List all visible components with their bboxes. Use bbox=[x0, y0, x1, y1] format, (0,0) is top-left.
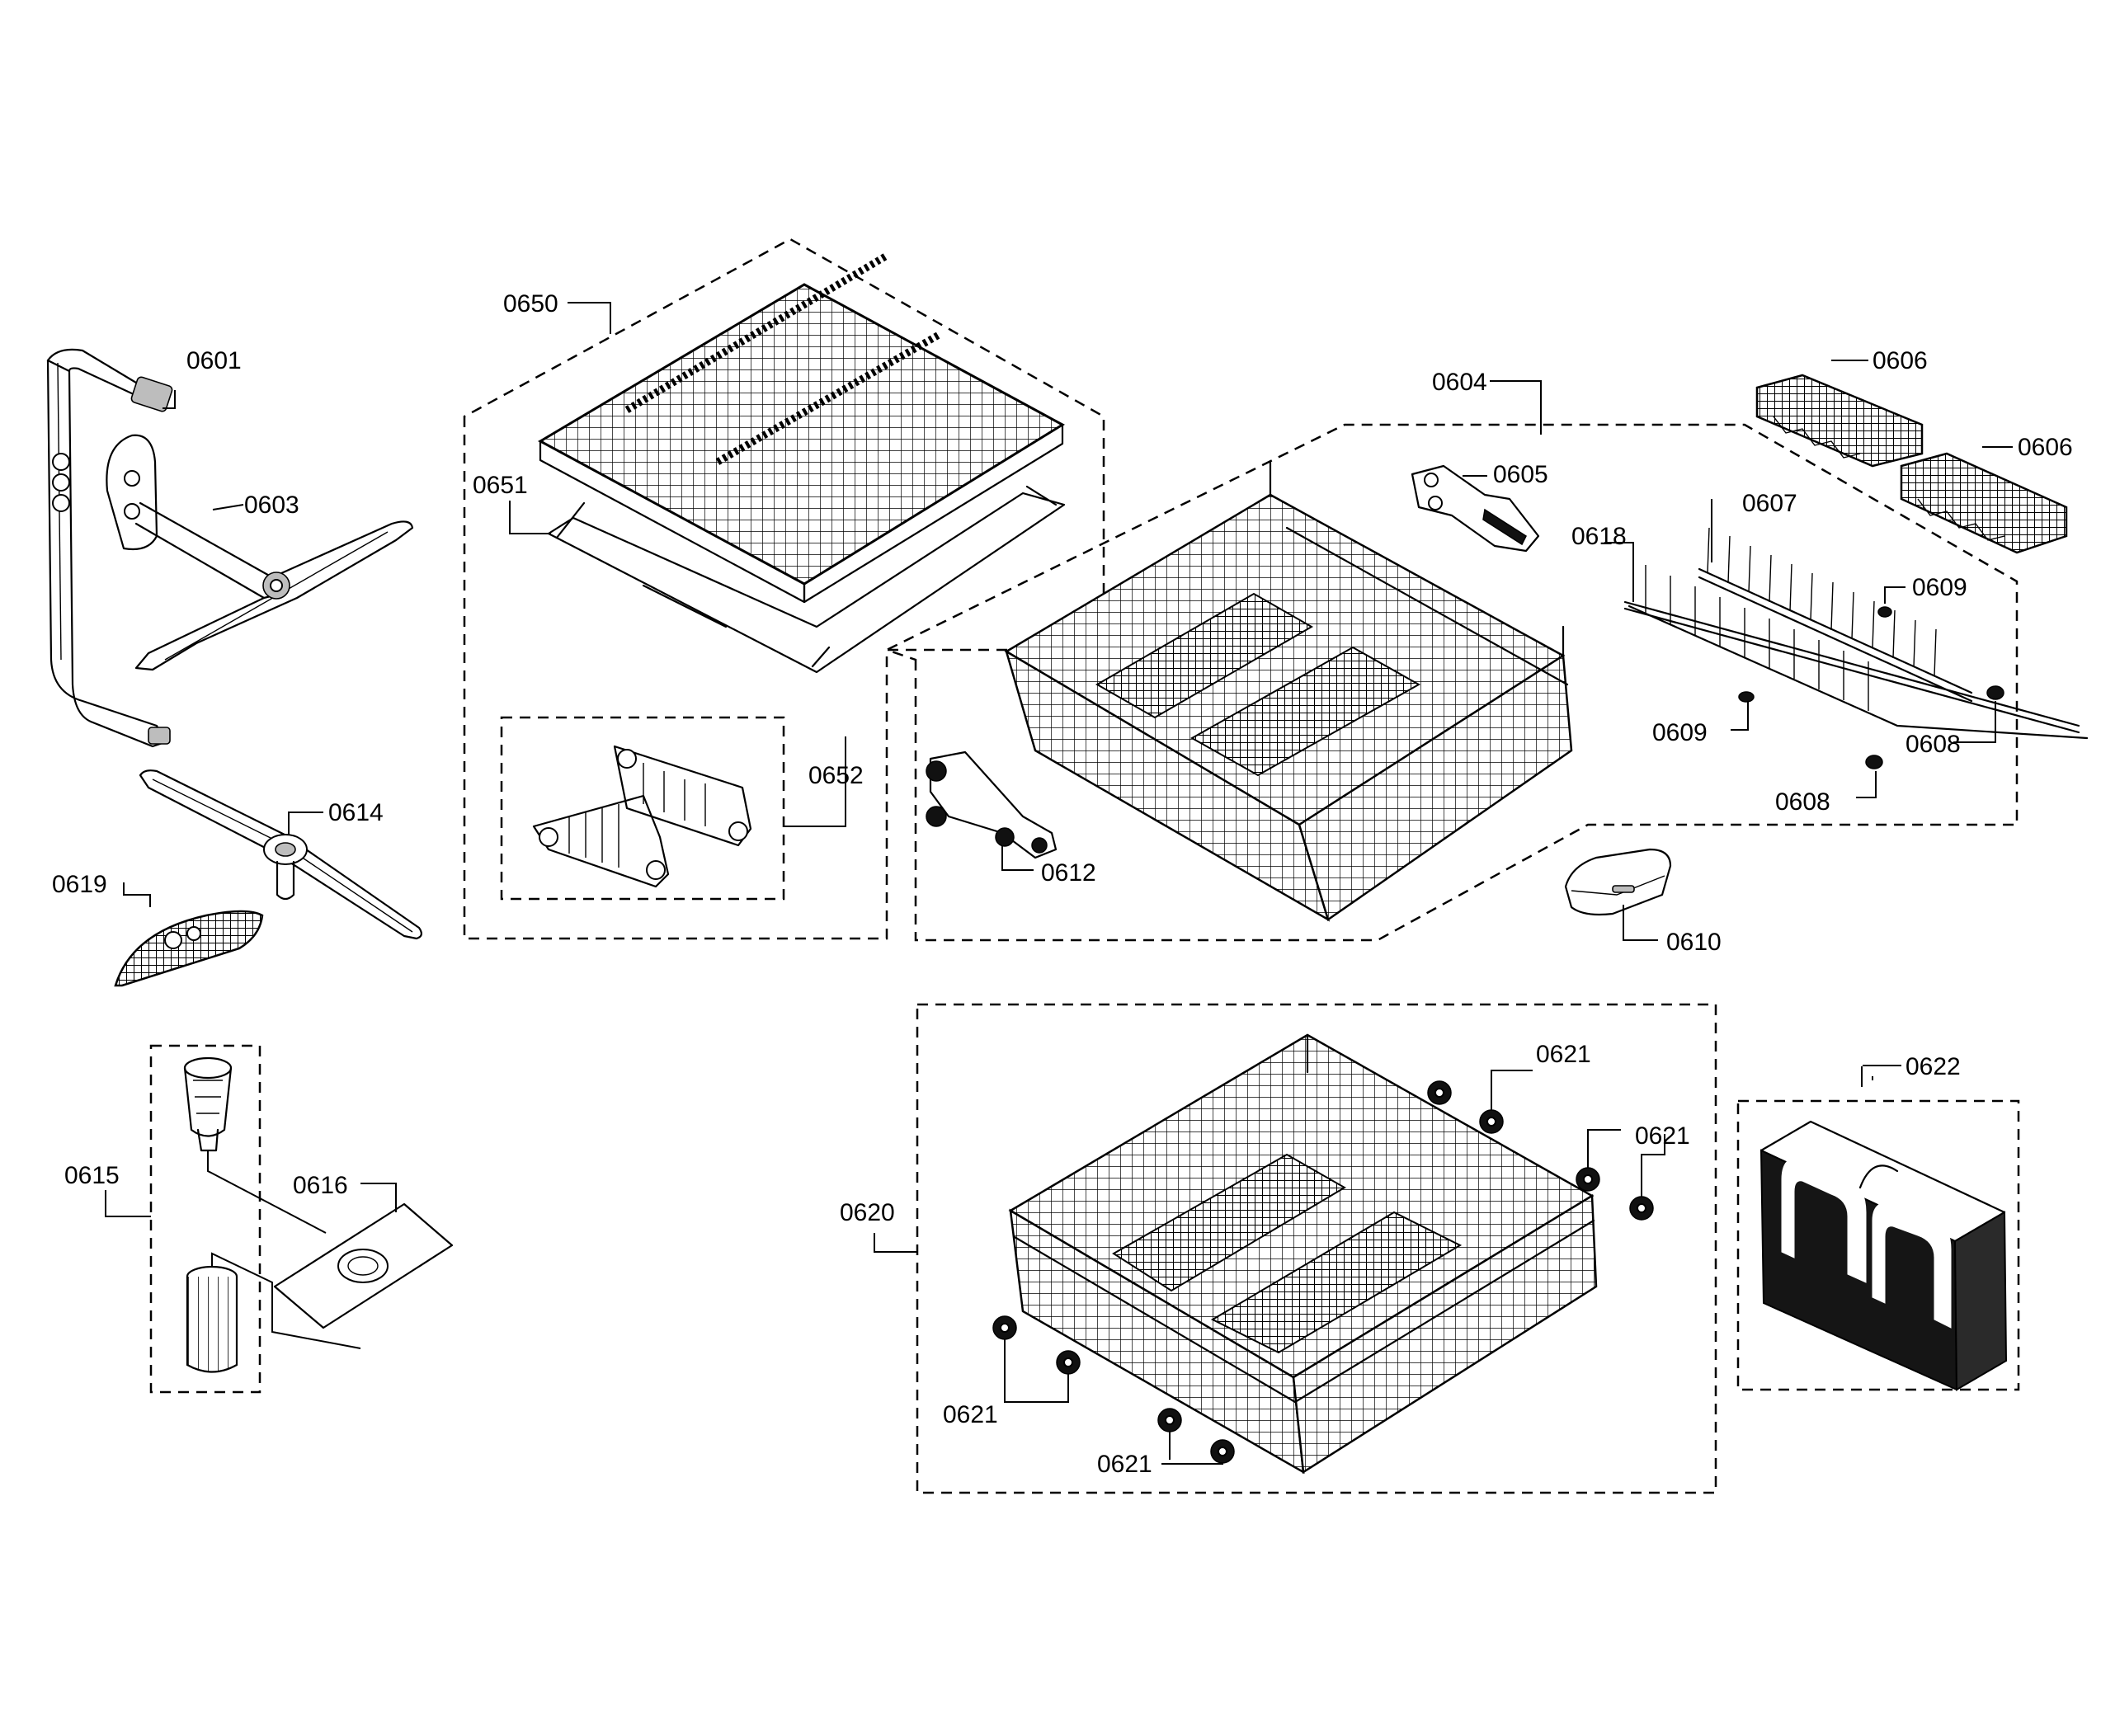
rack-clips-illustration bbox=[532, 745, 752, 888]
tine-rack-illustration bbox=[1623, 527, 2089, 740]
wheel-illustration-4 bbox=[1629, 1196, 1654, 1221]
label-0610: 0610 bbox=[1666, 929, 1722, 956]
label-0615: 0615 bbox=[64, 1162, 120, 1189]
group-box-0622 bbox=[1736, 1099, 2020, 1391]
label-0609-lower: 0609 bbox=[1652, 719, 1708, 746]
label-0621-top: 0621 bbox=[1536, 1041, 1591, 1068]
group-box-0615 bbox=[149, 1044, 261, 1394]
label-0609-upper: 0609 bbox=[1912, 574, 1967, 601]
wheel-illustration-6 bbox=[1056, 1350, 1081, 1375]
rack-adjuster-left-illustration bbox=[926, 750, 1058, 859]
label-0605: 0605 bbox=[1493, 461, 1548, 488]
label-0603: 0603 bbox=[244, 492, 299, 519]
label-0606-upper: 0606 bbox=[1873, 347, 1928, 374]
label-0618: 0618 bbox=[1571, 523, 1627, 550]
tine-row-a-illustration bbox=[1755, 374, 1924, 468]
rack-handle-illustration bbox=[1564, 848, 1672, 916]
label-0620: 0620 bbox=[840, 1199, 895, 1226]
supply-pipe-illustration bbox=[46, 348, 173, 748]
tine-row-b-illustration bbox=[1900, 452, 2068, 554]
tray-frame-illustration bbox=[547, 485, 1066, 674]
cutlery-tray-illustration bbox=[537, 252, 1065, 604]
pin-0609-lower-illustration bbox=[1738, 691, 1755, 703]
label-0619: 0619 bbox=[52, 871, 107, 898]
wheel-illustration-7 bbox=[1157, 1408, 1182, 1433]
label-0604: 0604 bbox=[1432, 369, 1487, 396]
label-0608-right: 0608 bbox=[1906, 731, 1961, 758]
wheel-illustration-8 bbox=[1210, 1439, 1235, 1464]
lower-spray-arm-illustration bbox=[139, 769, 422, 940]
label-0651: 0651 bbox=[473, 472, 528, 499]
group-box-0650 bbox=[463, 238, 1105, 940]
wheel-illustration-3 bbox=[1576, 1167, 1600, 1192]
label-0614: 0614 bbox=[328, 799, 384, 826]
label-0652: 0652 bbox=[808, 762, 864, 789]
upper-spray-arm-illustration bbox=[106, 434, 414, 671]
group-box-0620 bbox=[916, 1003, 1717, 1494]
label-0601: 0601 bbox=[186, 347, 242, 374]
label-0621-bottom: 0621 bbox=[1097, 1451, 1152, 1478]
wheel-illustration-2 bbox=[1479, 1109, 1504, 1134]
label-0622: 0622 bbox=[1906, 1053, 1961, 1080]
lower-rack-illustration bbox=[1008, 1033, 1598, 1475]
group-box-0652 bbox=[500, 716, 785, 901]
label-0607: 0607 bbox=[1742, 490, 1797, 517]
pin-0609-upper-illustration bbox=[1877, 606, 1892, 618]
label-0612: 0612 bbox=[1041, 859, 1096, 887]
upper-rack-illustration bbox=[1004, 460, 1573, 922]
group-box-0604 bbox=[883, 423, 2019, 942]
pin-0608-lower-illustration bbox=[1865, 755, 1883, 769]
cutlery-basket-illustration bbox=[1759, 1120, 2008, 1391]
label-0608-lower: 0608 bbox=[1775, 788, 1830, 816]
filter-assembly-illustration bbox=[183, 1056, 454, 1373]
pin-0608-right-illustration bbox=[1986, 685, 2004, 700]
label-0606-lower: 0606 bbox=[2018, 434, 2073, 461]
label-0621-right: 0621 bbox=[1635, 1122, 1690, 1150]
label-0650: 0650 bbox=[503, 290, 558, 318]
rack-adjuster-illustration bbox=[1411, 464, 1540, 553]
label-0616: 0616 bbox=[293, 1172, 348, 1199]
label-0621-left: 0621 bbox=[943, 1401, 998, 1428]
wheel-illustration-1 bbox=[1427, 1080, 1452, 1105]
filter-cover-illustration bbox=[114, 910, 264, 987]
wheel-illustration-5 bbox=[992, 1315, 1017, 1340]
